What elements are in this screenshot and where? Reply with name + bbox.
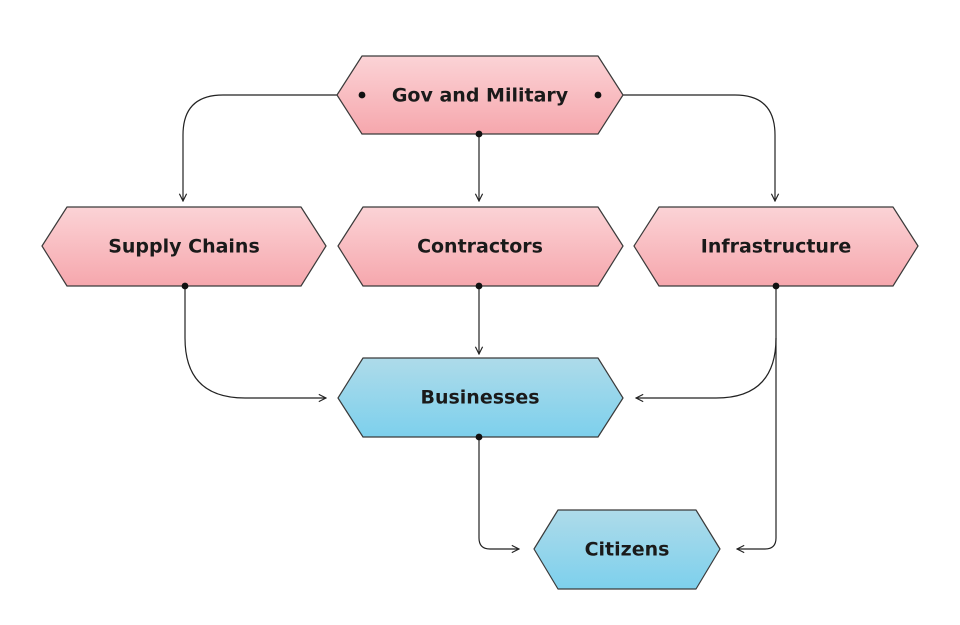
connector-dot bbox=[772, 282, 780, 290]
connector-dot bbox=[475, 130, 483, 138]
edge-supply-chains-to-businesses bbox=[184, 286, 326, 398]
edge-infrastructure-to-citizens bbox=[737, 338, 777, 549]
node-gov-and-military[interactable]: Gov and Military bbox=[336, 55, 624, 135]
node-infrastructure[interactable]: Infrastructure bbox=[633, 206, 919, 287]
connector-dot bbox=[475, 282, 483, 290]
node-label-contractors: Contractors bbox=[417, 236, 543, 258]
edge-gov-to-infrastructure bbox=[598, 94, 775, 201]
node-citizens[interactable]: Citizens bbox=[533, 509, 721, 590]
connector-dot bbox=[358, 91, 366, 99]
node-label-businesses: Businesses bbox=[420, 387, 539, 409]
edge-infrastructure-to-businesses bbox=[636, 286, 777, 398]
node-supply-chains[interactable]: Supply Chains bbox=[41, 206, 327, 287]
connector-dot bbox=[181, 282, 189, 290]
node-label-citizens: Citizens bbox=[585, 539, 670, 561]
edges bbox=[183, 94, 777, 549]
edge-gov-to-supply-chains bbox=[183, 94, 362, 201]
connector-dots bbox=[181, 91, 780, 441]
node-label-gov-and-military: Gov and Military bbox=[392, 85, 569, 107]
node-contractors[interactable]: Contractors bbox=[337, 206, 624, 287]
connector-dot bbox=[475, 433, 483, 441]
node-label-supply-chains: Supply Chains bbox=[108, 236, 260, 258]
edge-businesses-to-citizens bbox=[478, 437, 519, 549]
node-businesses[interactable]: Businesses bbox=[337, 357, 624, 438]
connector-dot bbox=[594, 91, 602, 99]
node-label-infrastructure: Infrastructure bbox=[701, 236, 851, 258]
